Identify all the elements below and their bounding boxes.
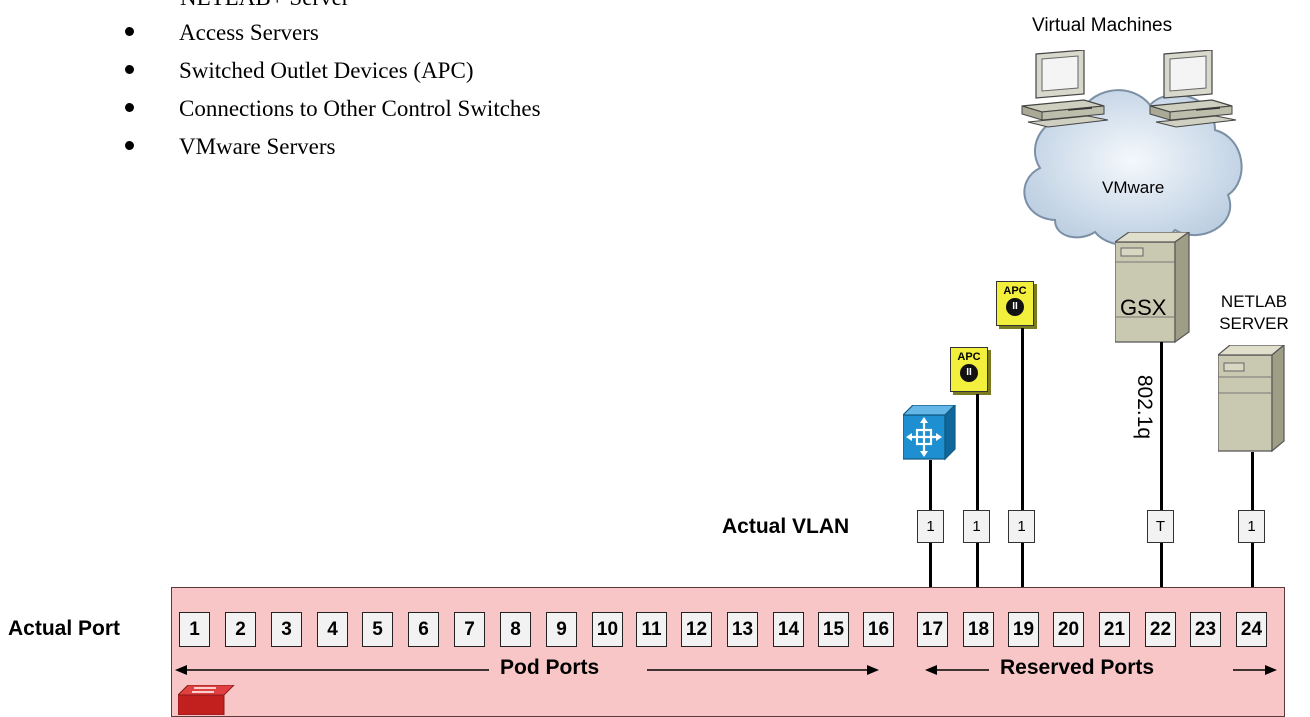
actual-port-label: Actual Port: [8, 617, 121, 640]
port-6: 6: [408, 612, 439, 647]
computer-icon: [1149, 50, 1237, 128]
port-5: 5: [362, 612, 393, 647]
port-13: 13: [727, 612, 758, 647]
port-7: 7: [454, 612, 485, 647]
vlan-box-17: 1: [917, 510, 944, 543]
vlan-box-18: 1: [963, 510, 990, 543]
port-11: 11: [636, 612, 667, 647]
apc-power-icon: APC II: [950, 347, 988, 392]
port-20: 20: [1053, 612, 1084, 647]
apc-label: APC: [1003, 285, 1027, 297]
port-range-arrows: [175, 665, 1277, 675]
bullet-item: Connections to Other Control Switches: [125, 90, 541, 128]
control-switch: [171, 587, 1285, 717]
port-24: 24: [1236, 612, 1267, 647]
connection-line: [1160, 342, 1163, 613]
port-16: 16: [863, 612, 894, 647]
port-17: 17: [917, 612, 948, 647]
reserved-ports-label: Reserved Ports: [1000, 656, 1155, 679]
bullet-item: Switched Outlet Devices (APC): [125, 52, 541, 90]
bullet-item: VMware Servers: [125, 128, 541, 166]
port-10: 10: [592, 612, 623, 647]
port-15: 15: [818, 612, 849, 647]
port-9: 9: [546, 612, 577, 647]
port-14: 14: [773, 612, 804, 647]
switch-icon: [178, 685, 235, 715]
port-19: 19: [1008, 612, 1039, 647]
port-12: 12: [681, 612, 712, 647]
server-icon: [1115, 232, 1191, 344]
pod-ports-label: Pod Ports: [500, 656, 600, 679]
apc-label: APC: [957, 351, 981, 363]
port-22: 22: [1145, 612, 1176, 647]
partial-heading: NETLAB+ Server: [180, 0, 349, 12]
port-18: 18: [963, 612, 994, 647]
port-1: 1: [179, 612, 210, 647]
actual-vlan-label: Actual VLAN: [722, 515, 850, 538]
port-23: 23: [1190, 612, 1221, 647]
netlab-label-line: NETLAB: [1220, 292, 1288, 311]
vlan-box-19: 1: [1008, 510, 1035, 543]
netlab-server-label: NETLAB SERVER: [1213, 291, 1295, 335]
port-2: 2: [225, 612, 256, 647]
vmware-cloud-diagram: [1021, 50, 1243, 248]
apc-power-icon: APC II: [996, 281, 1034, 326]
bullet-list: Access Servers Switched Outlet Devices (…: [125, 14, 541, 166]
server-icon: [1218, 345, 1285, 453]
connection-line: [1021, 328, 1024, 613]
server-label-line: SERVER: [1219, 314, 1289, 333]
gsx-label: GSX: [1120, 295, 1167, 320]
port-21: 21: [1099, 612, 1130, 647]
port-8: 8: [500, 612, 531, 647]
port-3: 3: [271, 612, 302, 647]
port-4: 4: [317, 612, 348, 647]
computer-icon: [1021, 50, 1109, 128]
multilayer-switch-icon: [903, 405, 956, 461]
bullet-item: Access Servers: [125, 14, 541, 52]
vmware-cloud-label: VMware: [1102, 178, 1165, 197]
vlan-box-22: T: [1147, 510, 1174, 543]
connection-line: [976, 394, 979, 613]
vlan-box-24: 1: [1238, 510, 1265, 543]
trunk-label: 802.1q: [1133, 374, 1156, 440]
virtual-machines-label: Virtual Machines: [1032, 15, 1173, 36]
